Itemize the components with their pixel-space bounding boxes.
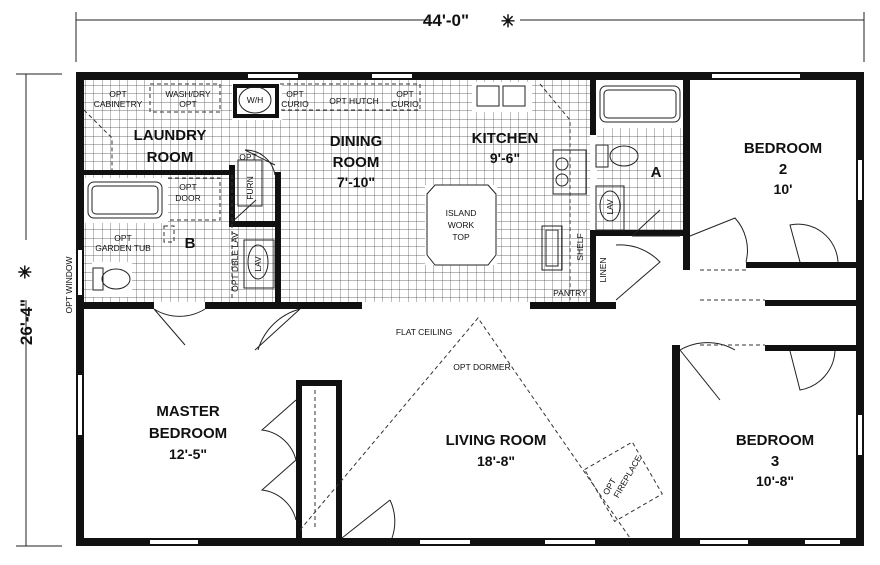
opt-hutch-label: OPT HUTCH xyxy=(329,96,378,106)
curio-right-label: CURIO xyxy=(391,99,419,109)
pantry-label: PANTRY xyxy=(553,288,587,298)
interior-walls xyxy=(76,80,856,545)
bedroom2-size: 10' xyxy=(774,181,793,197)
bath-b-label: B xyxy=(185,235,196,252)
island-label-2: WORK xyxy=(448,220,475,230)
bedroom3-label-2: 3 xyxy=(771,453,779,470)
living-label: LIVING ROOM xyxy=(446,432,547,449)
overall-width-label: 44'-0" xyxy=(423,11,469,30)
fixtures-background xyxy=(84,80,532,297)
depth-marker: ✳ xyxy=(16,265,35,279)
master-label-2: BEDROOM xyxy=(149,425,227,442)
master-size: 12'-5" xyxy=(169,446,207,462)
dining-label-1: DINING xyxy=(330,133,383,150)
bath-a-label: A xyxy=(651,164,662,181)
bedroom3-size: 10'-8" xyxy=(756,473,794,489)
opt-cabinetry-label: CABINETRY xyxy=(94,99,143,109)
lav-a-label: LAV xyxy=(605,199,615,215)
furn-label: FURN xyxy=(245,176,255,200)
water-heater-label: W/H xyxy=(247,95,264,105)
door-swings xyxy=(153,149,839,539)
windows xyxy=(78,74,862,544)
opt-cabinetry-opt: OPT xyxy=(109,89,126,99)
living-size: 18'-8" xyxy=(477,453,515,469)
room-labels: LAUNDRY ROOM DINING ROOM 7'-10" KITCHEN … xyxy=(134,127,823,489)
curio-left-label: CURIO xyxy=(281,99,309,109)
dining-size: 7'-10" xyxy=(337,174,375,190)
shelf-label: SHELF xyxy=(575,233,585,260)
dining-label-2: ROOM xyxy=(333,154,380,171)
dashed-optional-features xyxy=(83,83,765,539)
bedroom2-label-2: 2 xyxy=(779,161,787,178)
linen-label: LINEN xyxy=(598,257,608,282)
curio-left-opt: OPT xyxy=(286,89,303,99)
dimension-lines xyxy=(16,12,865,547)
island-label-3: TOP xyxy=(452,232,470,242)
fixtures xyxy=(87,85,681,291)
wash-dry-label: WASH/DRY xyxy=(165,89,211,99)
opt-door-label: DOOR xyxy=(175,193,201,203)
opt-window-label: OPT WINDOW xyxy=(64,257,74,314)
master-label-1: MASTER xyxy=(156,403,220,420)
opt-door-opt: OPT xyxy=(179,182,196,192)
fireplace-label: FIREPLACE xyxy=(611,453,643,499)
overall-depth-label: 26'-4" xyxy=(17,299,36,345)
lav-b-label: LAV xyxy=(253,256,263,272)
furn-opt: OPT xyxy=(239,152,256,162)
opt-dble-lav-label: OPT DBLE LAV xyxy=(230,232,240,292)
wash-dry-opt: OPT xyxy=(179,99,196,109)
opt-dormer-label: OPT DORMER xyxy=(453,362,510,372)
bedroom3-label-1: BEDROOM xyxy=(736,432,814,449)
width-marker: ✳ xyxy=(501,12,515,31)
laundry-label-2: ROOM xyxy=(147,149,194,166)
curio-right-opt: OPT xyxy=(396,89,413,99)
island-label-1: ISLAND xyxy=(446,208,477,218)
bedroom2-label-1: BEDROOM xyxy=(744,140,822,157)
kitchen-label: KITCHEN xyxy=(472,130,539,147)
flat-ceiling-label: FLAT CEILING xyxy=(396,327,452,337)
garden-tub-label: GARDEN TUB xyxy=(95,243,151,253)
laundry-label-1: LAUNDRY xyxy=(134,127,207,144)
kitchen-size: 9'-6" xyxy=(490,150,520,166)
garden-tub-opt: OPT xyxy=(114,233,131,243)
